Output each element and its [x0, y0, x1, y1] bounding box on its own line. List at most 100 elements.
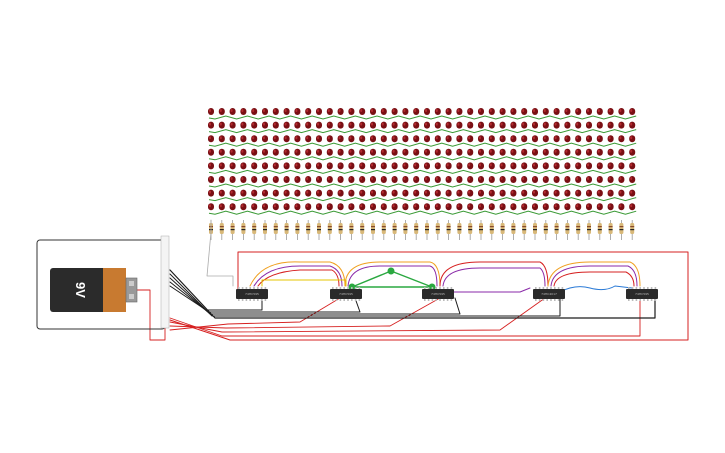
led-highlight — [263, 163, 265, 167]
resistor-body — [435, 223, 440, 234]
resistor-band — [381, 226, 386, 228]
led-highlight — [273, 109, 276, 112]
led-body — [348, 176, 355, 183]
junction-node — [387, 267, 395, 275]
led-highlight — [263, 149, 265, 153]
led-body — [305, 135, 312, 143]
led — [499, 203, 506, 211]
led — [359, 108, 366, 115]
chip-pin — [427, 299, 430, 301]
led — [499, 162, 506, 170]
resistor — [446, 220, 451, 240]
chip-pin — [253, 287, 255, 289]
led-body — [542, 121, 549, 129]
resistor — [392, 220, 397, 240]
led-body — [478, 148, 484, 156]
chip-pin — [335, 299, 338, 301]
chip-pin — [260, 287, 263, 289]
led — [370, 189, 376, 197]
led — [499, 135, 506, 143]
led-body — [208, 189, 214, 197]
chip-pin — [647, 287, 649, 289]
resistor-band — [241, 229, 246, 231]
led-body — [316, 203, 322, 211]
led-highlight — [241, 149, 244, 153]
led — [510, 108, 517, 115]
led-body — [521, 108, 528, 115]
led — [391, 148, 398, 156]
led-body — [575, 108, 582, 115]
led-highlight — [381, 109, 384, 112]
led-body — [434, 189, 441, 197]
chip-pin — [439, 287, 441, 289]
resistor-band — [608, 226, 613, 228]
led-body — [510, 203, 517, 211]
led-body — [596, 121, 603, 129]
led-body — [445, 148, 452, 156]
chip-body — [330, 289, 362, 299]
chip-pin — [238, 287, 240, 289]
led — [596, 135, 603, 143]
led — [445, 203, 452, 211]
led — [499, 121, 506, 129]
led — [229, 203, 236, 211]
led-highlight — [414, 190, 417, 194]
chip-pin — [628, 299, 630, 301]
led — [208, 189, 214, 197]
led-highlight — [479, 204, 481, 208]
led-body — [305, 108, 312, 115]
led — [218, 108, 225, 115]
chip-pin — [347, 299, 349, 301]
led-body — [456, 176, 463, 183]
led-body — [629, 135, 636, 143]
led-body — [467, 189, 474, 197]
led-highlight — [554, 163, 557, 167]
resistor-body — [533, 223, 537, 234]
led-body — [326, 108, 333, 115]
resistor-body — [392, 223, 397, 234]
led — [337, 162, 344, 170]
led-body — [521, 189, 528, 197]
led — [370, 135, 376, 143]
led — [229, 176, 236, 183]
led — [272, 162, 279, 170]
led-highlight — [533, 109, 535, 112]
led-body — [391, 148, 398, 156]
led-highlight — [295, 177, 298, 180]
resistor-band — [479, 229, 483, 231]
led-highlight — [457, 190, 460, 194]
led — [348, 121, 355, 129]
led — [402, 108, 409, 115]
led-highlight — [295, 149, 298, 153]
chip-pin — [550, 287, 552, 289]
led-highlight — [457, 163, 460, 167]
led — [488, 203, 495, 211]
led — [629, 176, 636, 183]
led-highlight — [360, 177, 363, 180]
led — [229, 189, 236, 197]
led-highlight — [630, 122, 633, 126]
led — [532, 189, 538, 197]
led-highlight — [371, 177, 373, 180]
led-highlight — [338, 163, 341, 167]
led-highlight — [435, 177, 438, 180]
led — [424, 148, 430, 156]
led-highlight — [457, 109, 460, 112]
resistor-band — [576, 226, 581, 228]
led — [586, 162, 592, 170]
led-body — [272, 148, 279, 156]
led-body — [370, 162, 376, 170]
wire — [553, 271, 635, 287]
led-highlight — [565, 190, 568, 194]
led — [456, 108, 463, 115]
led-highlight — [284, 190, 287, 194]
led-highlight — [630, 109, 633, 112]
led — [294, 108, 301, 115]
led-highlight — [587, 109, 589, 112]
led-highlight — [533, 136, 535, 140]
led-highlight — [489, 149, 492, 153]
led-row-trace — [208, 169, 637, 174]
led-highlight — [360, 190, 363, 194]
led — [402, 189, 409, 197]
wire — [344, 261, 441, 287]
